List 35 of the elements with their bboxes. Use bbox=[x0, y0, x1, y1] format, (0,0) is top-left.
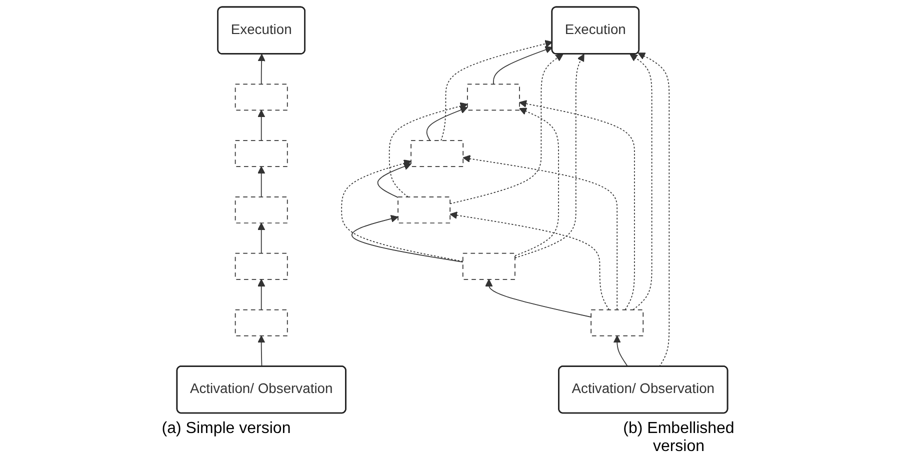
caption-text: (a) Simple version bbox=[160, 420, 292, 439]
node-box bbox=[235, 309, 288, 336]
node-box bbox=[590, 309, 644, 336]
arrow bbox=[426, 106, 468, 142]
node-box bbox=[462, 252, 516, 280]
arrow bbox=[378, 162, 412, 198]
arrow bbox=[514, 108, 560, 256]
caption-text: (b) Embellished version bbox=[622, 420, 736, 456]
arrow bbox=[258, 222, 266, 254]
arrow bbox=[258, 54, 266, 85]
node-box bbox=[467, 84, 520, 111]
arrow bbox=[614, 335, 628, 368]
node-box bbox=[398, 196, 451, 224]
arrow bbox=[258, 110, 266, 142]
node-box bbox=[235, 140, 288, 168]
arrow bbox=[341, 160, 464, 262]
arrow bbox=[450, 54, 564, 204]
arrow bbox=[352, 214, 464, 263]
node-box bbox=[235, 252, 288, 280]
arrow bbox=[638, 52, 670, 368]
arrow bbox=[519, 100, 636, 310]
arrow bbox=[258, 166, 266, 198]
arrow bbox=[463, 154, 618, 310]
arrow bbox=[630, 54, 652, 310]
arrow bbox=[440, 40, 553, 142]
arrow bbox=[389, 102, 468, 198]
node-box bbox=[410, 140, 464, 168]
arrow bbox=[485, 279, 592, 318]
arrow bbox=[514, 54, 585, 258]
arrow bbox=[450, 212, 610, 310]
arrow bbox=[258, 335, 266, 368]
arrow bbox=[493, 46, 553, 85]
node-box bbox=[235, 84, 288, 111]
arrow bbox=[258, 279, 266, 310]
node-box bbox=[235, 196, 288, 224]
